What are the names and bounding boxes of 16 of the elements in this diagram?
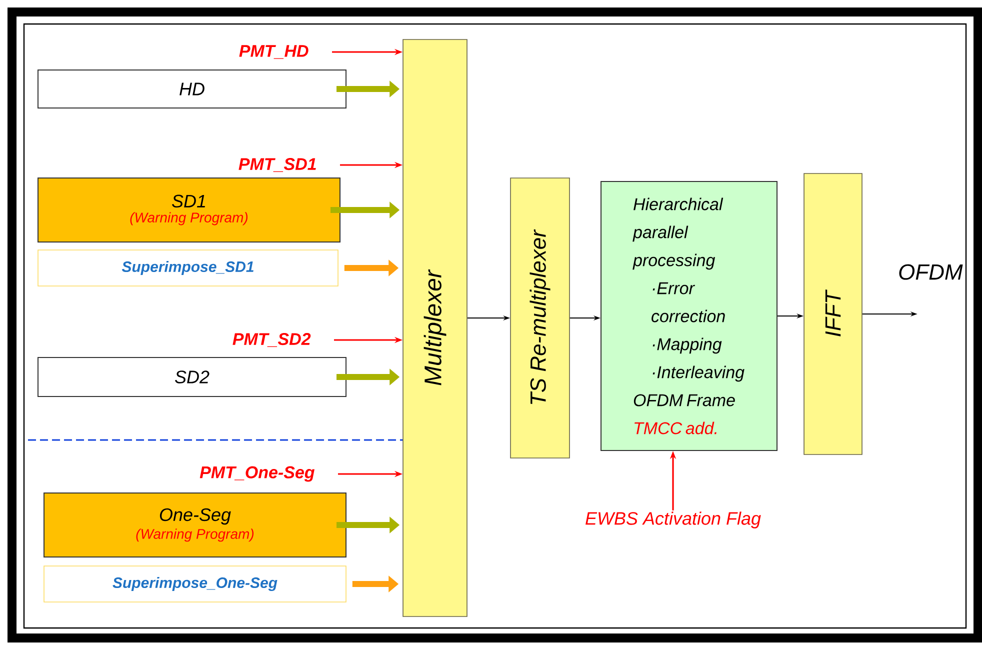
program-box: SD2 — [38, 357, 346, 397]
process-box: TS Re-multiplexer — [510, 178, 570, 458]
signal-label: PMT_SD1 — [238, 158, 316, 172]
process-box: IFFT — [804, 173, 862, 455]
signal-label: PMT_One-Seg — [200, 466, 315, 482]
signal-label: PMT_SD2 — [232, 333, 311, 347]
program-box: HD — [38, 70, 346, 108]
program-box: One-Seg (Warning Program) — [44, 492, 346, 558]
signal-label: PMT_HD — [239, 45, 308, 59]
process-box: Multiplexer — [402, 39, 468, 617]
process-box: Hierarchical parallel processing ·Error correction ·Mapping ·Interleaving OFDM Frame TMCC add. — [600, 181, 778, 451]
superimpose-box: Superimpose_One-Seg — [44, 566, 346, 602]
superimpose-box: Superimpose_SD1 — [38, 250, 338, 286]
signal-label: EWBS Activation Flag — [586, 512, 761, 528]
edge-label: OFDM — [899, 264, 963, 280]
program-box: SD1 (Warning Program) — [38, 178, 340, 242]
